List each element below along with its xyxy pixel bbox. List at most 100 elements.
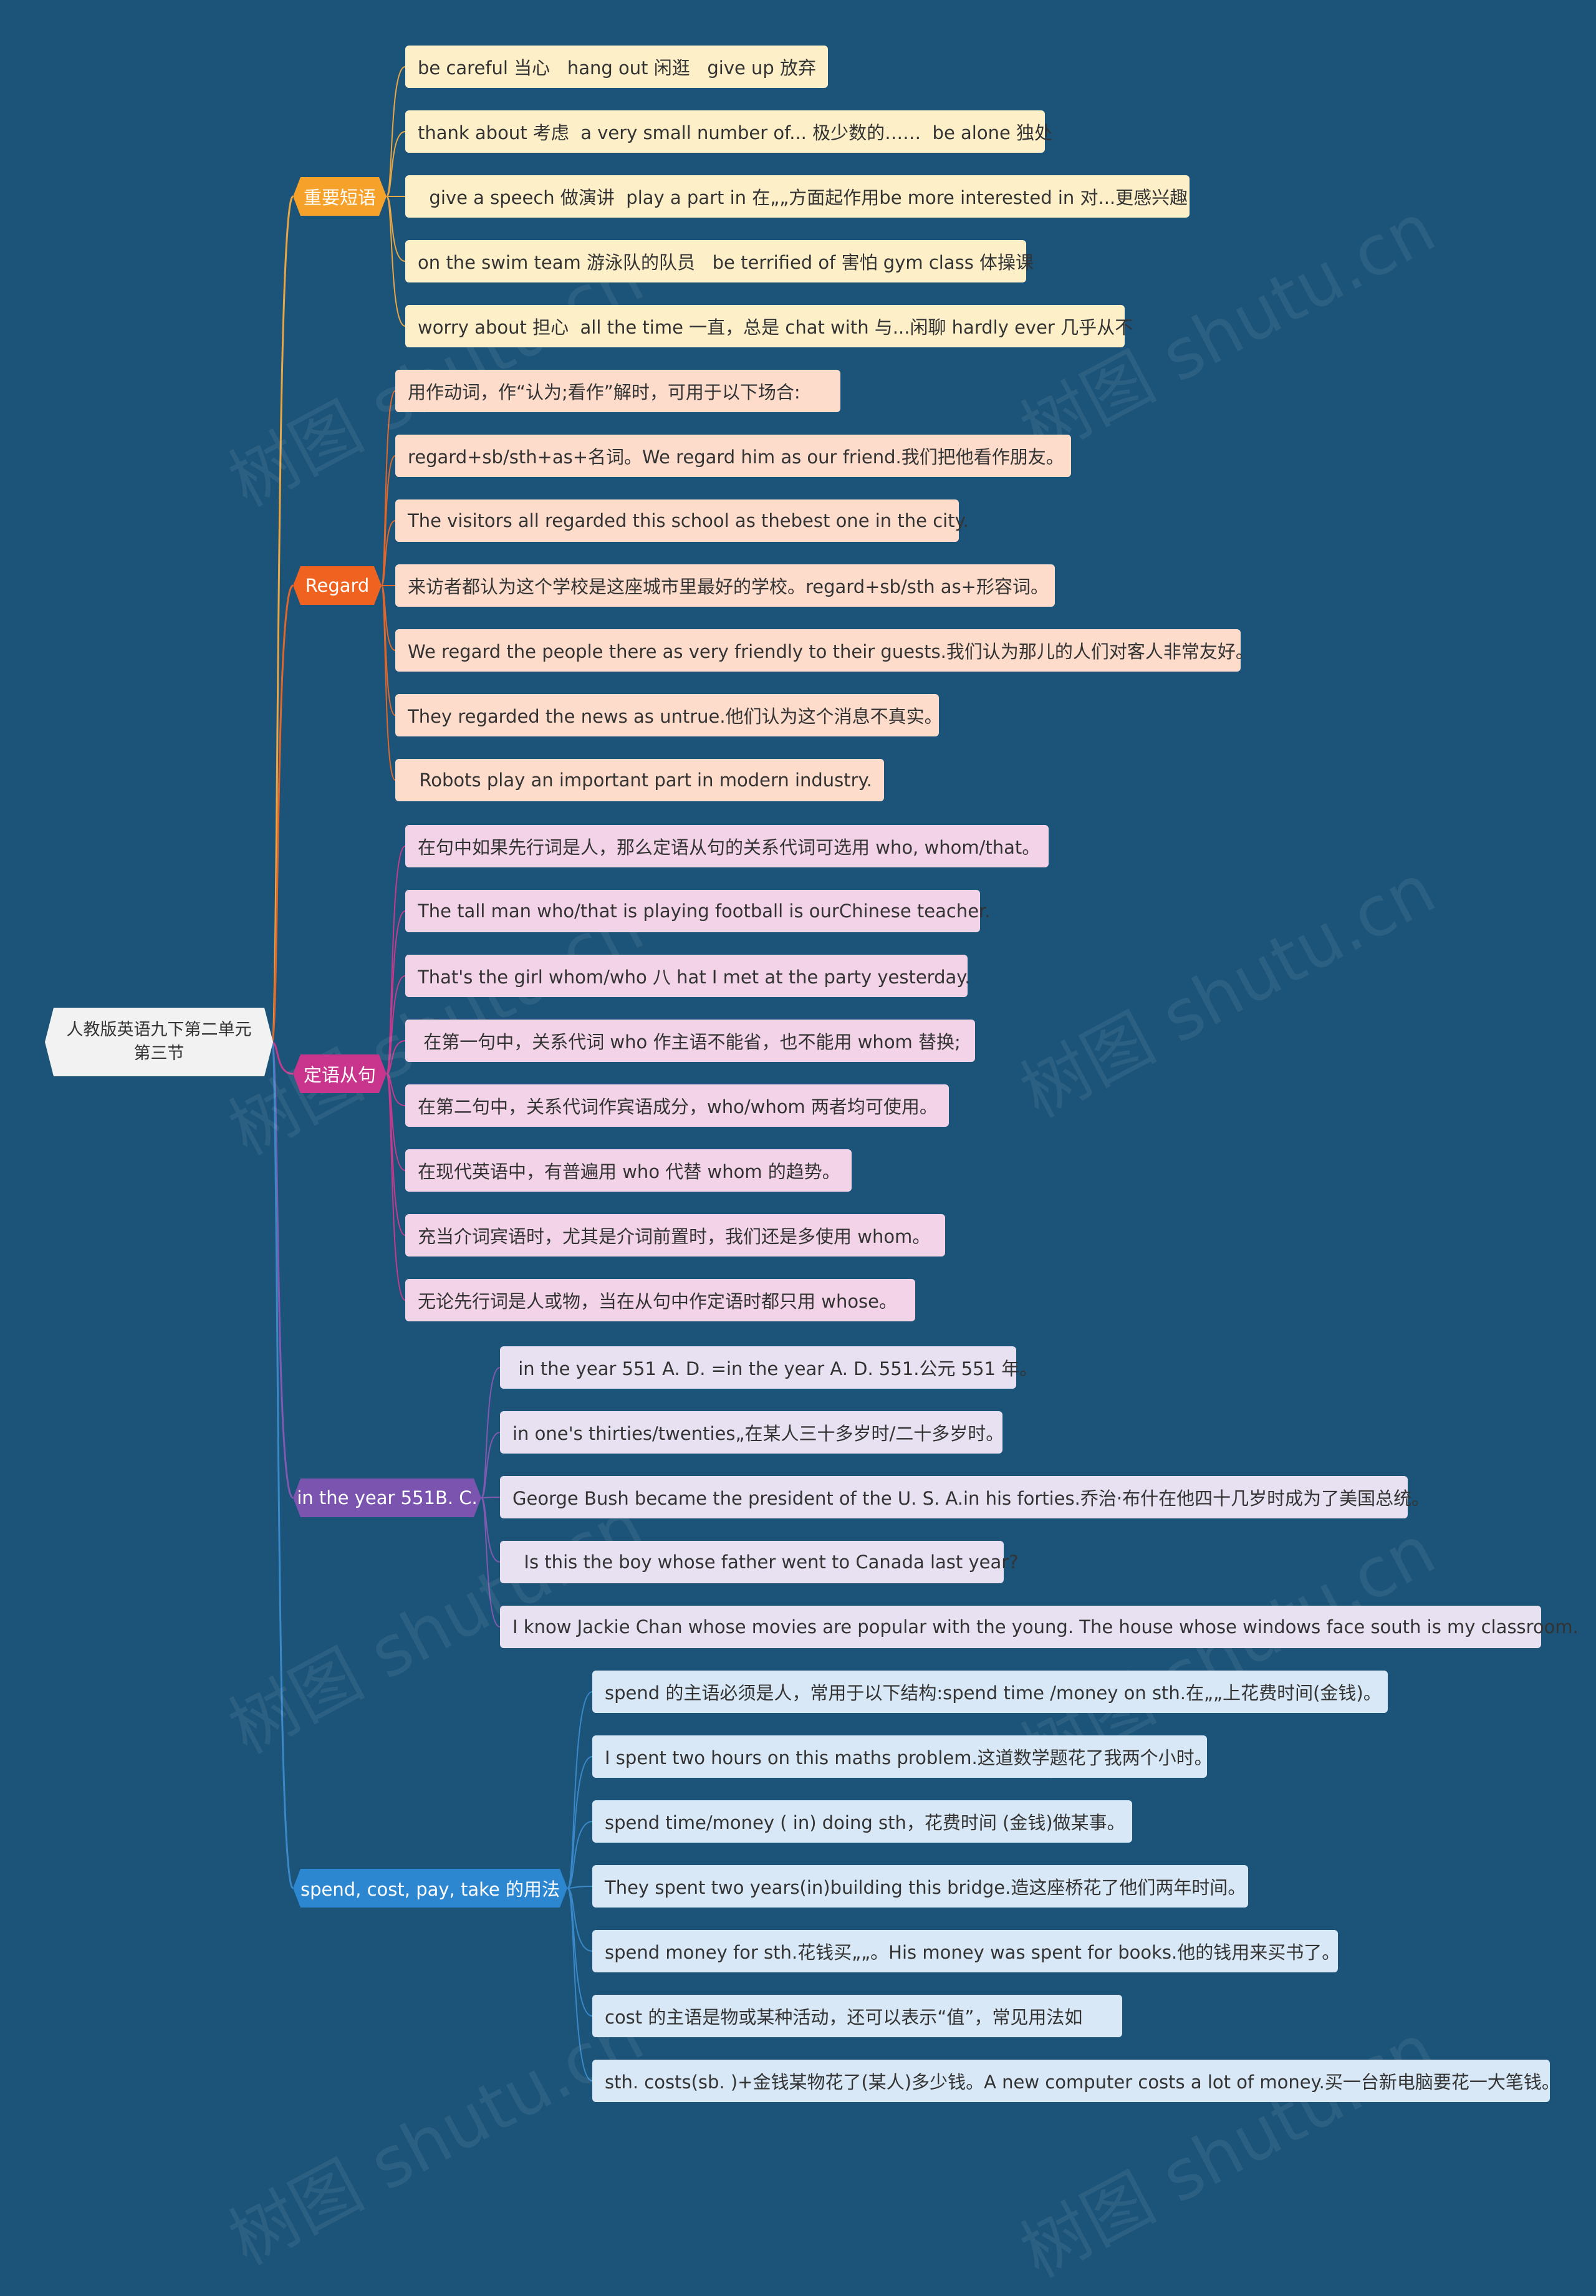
leaf-text: 在第一句中，关系代词 who 作主语不能省，也不能用 whom 替换;	[418, 1031, 961, 1053]
leaf-text: George Bush became the president of the …	[512, 1488, 1430, 1509]
leaf-node[interactable]: That's the girl whom/who 八 hat I met at …	[405, 955, 971, 997]
leaf-node[interactable]: 来访者都认为这个学校是这座城市里最好的学校。regard+sb/sth as+形…	[395, 564, 1055, 607]
branch-node[interactable]: 重要短语	[293, 177, 387, 216]
branch-label: Regard	[305, 575, 370, 596]
leaf-node[interactable]: on the swim team 游泳队的队员 be terrified of …	[405, 240, 1034, 282]
leaf-text: 无论先行词是人或物，当在从句中作定语时都只用 whose。	[418, 1291, 898, 1312]
root-connector	[271, 584, 294, 1043]
branch-node[interactable]: 定语从句	[293, 1054, 387, 1093]
leaf-text: 在现代英语中，有普遍用 who 代替 whom 的趋势。	[418, 1161, 840, 1182]
leaf-text: 充当介词宾语时，尤其是介词前置时，我们还是多使用 whom。	[418, 1226, 931, 1247]
leaf-node[interactable]: spend money for sth.花钱买„„。His money was …	[592, 1930, 1340, 1972]
leaf-connector	[567, 1821, 593, 1889]
branch-node[interactable]: spend, cost, pay, take 的用法	[293, 1869, 567, 1908]
root-topic[interactable]: 人教版英语九下第二单元第三节	[45, 1008, 273, 1076]
leaf-node[interactable]: be careful 当心 hang out 闲逛 give up 放弃	[405, 46, 828, 88]
leaf-text: thank about 考虑 a very small number of...…	[418, 122, 1053, 143]
leaf-text: That's the girl whom/who 八 hat I met at …	[418, 967, 971, 988]
leaf-node[interactable]: They regarded the news as untrue.他们认为这个消…	[395, 694, 943, 736]
leaf-connector	[567, 1888, 593, 1952]
branch-label: in the year 551B. C.	[297, 1487, 478, 1508]
leaf-connector	[567, 1886, 593, 1889]
leaf-node[interactable]: spend 的主语必须是人，常用于以下结构:spend time /money …	[592, 1671, 1388, 1713]
leaf-text: in the year 551 A. D. =in the year A. D.…	[512, 1358, 1038, 1379]
leaf-text: They regarded the news as untrue.他们认为这个消…	[408, 706, 943, 727]
leaf-node[interactable]: 用作动词，作“认为;看作”解时，可用于以下场合:	[395, 370, 840, 412]
leaf-text: Robots play an important part in modern …	[408, 769, 872, 791]
connector-lines	[271, 66, 593, 2081]
leaf-node[interactable]: in one's thirties/twenties„在某人三十多岁时/二十多岁…	[500, 1411, 1004, 1454]
leaf-text: cost 的主语是物或某种活动，还可以表示“值”，常见用法如	[605, 2007, 1083, 2028]
leaf-node[interactable]: sth. costs(sb. )+金钱某物花了(某人)多少钱。A new com…	[592, 2060, 1560, 2102]
leaf-connector	[386, 1073, 406, 1301]
leaf-connector	[481, 1497, 501, 1498]
branch-label: spend, cost, pay, take 的用法	[300, 1879, 560, 1900]
leaf-connector	[381, 455, 396, 586]
leaf-connector	[386, 66, 406, 197]
leaf-connector	[381, 585, 396, 781]
leaf-connector	[386, 196, 406, 327]
leaf-text: 在第二句中，关系代词作宾语成分，who/whom 两者均可使用。	[418, 1096, 938, 1117]
leaf-text: spend time/money ( in) doing sth，花费时间 (金…	[605, 1812, 1125, 1833]
leaf-node[interactable]: I know Jackie Chan whose movies are popu…	[500, 1606, 1579, 1648]
leaf-node[interactable]: Robots play an important part in modern …	[395, 759, 884, 801]
leaf-node[interactable]: George Bush became the president of the …	[500, 1476, 1430, 1518]
leaf-text: We regard the people there as very frien…	[408, 641, 1254, 662]
root-connector	[271, 1041, 294, 1889]
leaf-text: They spent two years(in)building this br…	[605, 1877, 1246, 1898]
leaf-node[interactable]: give a speech 做演讲 play a part in 在„„方面起作…	[405, 175, 1190, 218]
branch-node[interactable]: in the year 551B. C.	[293, 1478, 481, 1517]
leaf-text: I know Jackie Chan whose movies are popu…	[512, 1616, 1579, 1638]
leaf-text: sth. costs(sb. )+金钱某物花了(某人)多少钱。A new com…	[605, 2072, 1560, 2093]
leaf-node[interactable]: Is this the boy whose father went to Can…	[500, 1541, 1019, 1583]
leaf-text: Is this the boy whose father went to Can…	[512, 1551, 1019, 1573]
leaf-connector	[386, 846, 406, 1074]
leaf-node[interactable]: cost 的主语是物或某种活动，还可以表示“值”，常见用法如	[592, 1995, 1122, 2037]
leaf-node[interactable]: I spent two hours on this maths problem.…	[592, 1735, 1213, 1778]
leaf-connector	[386, 131, 406, 197]
leaf-connector	[567, 1756, 593, 1889]
branch-label: 定语从句	[303, 1064, 376, 1086]
leaf-node[interactable]: The tall man who/that is playing footbal…	[405, 890, 991, 932]
leaf-node[interactable]: 在现代英语中，有普遍用 who 代替 whom 的趋势。	[405, 1149, 852, 1192]
leaf-node[interactable]: thank about 考虑 a very small number of...…	[405, 110, 1052, 153]
leaf-connector	[386, 975, 406, 1074]
leaf-node[interactable]: 在第一句中，关系代词 who 作主语不能省，也不能用 whom 替换;	[405, 1020, 975, 1062]
branch-node[interactable]: Regard	[293, 566, 382, 605]
leaf-connector	[386, 1073, 406, 1106]
root-connector	[271, 1041, 294, 1075]
leaf-text: I spent two hours on this maths problem.…	[605, 1747, 1213, 1768]
leaf-connector	[481, 1497, 501, 1628]
leaf-node[interactable]: 充当介词宾语时，尤其是介词前置时，我们还是多使用 whom。	[405, 1214, 945, 1257]
root-title: 人教版英语九下第二单元第三节	[66, 1020, 252, 1063]
leaf-node[interactable]: regard+sb/sth+as+名词。We regard him as our…	[395, 435, 1071, 477]
branch-label: 重要短语	[303, 187, 376, 208]
leaf-text: on the swim team 游泳队的队员 be terrified of …	[418, 252, 1034, 273]
leaf-node[interactable]: We regard the people there as very frien…	[395, 629, 1254, 672]
leaf-node[interactable]: spend time/money ( in) doing sth，花费时间 (金…	[592, 1800, 1132, 1843]
leaf-text: be careful 当心 hang out 闲逛 give up 放弃	[418, 57, 817, 79]
leaf-node[interactable]: worry about 担心 all the time 一直，总是 chat w…	[405, 305, 1133, 347]
leaf-text: 来访者都认为这个学校是这座城市里最好的学校。regard+sb/sth as+形…	[408, 576, 1049, 597]
leaf-connector	[567, 1888, 593, 2081]
leaf-node[interactable]: 无论先行词是人或物，当在从句中作定语时都只用 whose。	[405, 1279, 915, 1321]
leaf-text: give a speech 做演讲 play a part in 在„„方面起作…	[418, 187, 1188, 208]
leaf-node[interactable]: The visitors all regarded this school as…	[395, 499, 969, 542]
leaf-text: 在句中如果先行词是人，那么定语从句的关系代词可选用 who, whom/that…	[418, 837, 1041, 858]
leaf-node[interactable]: in the year 551 A. D. =in the year A. D.…	[500, 1346, 1037, 1389]
leaf-text: The visitors all regarded this school as…	[408, 510, 969, 531]
leaf-text: worry about 担心 all the time 一直，总是 chat w…	[418, 317, 1133, 338]
leaf-node[interactable]: 在第二句中，关系代词作宾语成分，who/whom 两者均可使用。	[405, 1084, 949, 1127]
leaf-connector	[567, 1691, 593, 1889]
leaf-node[interactable]: They spent two years(in)building this br…	[592, 1865, 1248, 1908]
leaf-connector	[386, 1040, 406, 1074]
root-connector	[271, 195, 294, 1043]
leaf-text: 用作动词，作“认为;看作”解时，可用于以下场合:	[408, 382, 800, 403]
leaf-connector	[381, 520, 396, 586]
leaf-text: in one's thirties/twenties„在某人三十多岁时/二十多岁…	[512, 1423, 1004, 1444]
leaf-text: spend money for sth.花钱买„„。His money was …	[605, 1942, 1340, 1963]
leaf-connector	[481, 1432, 501, 1498]
leaf-node[interactable]: 在句中如果先行词是人，那么定语从句的关系代词可选用 who, whom/that…	[405, 825, 1049, 867]
leaf-text: The tall man who/that is playing footbal…	[418, 900, 991, 922]
leaf-text: regard+sb/sth+as+名词。We regard him as our…	[408, 446, 1064, 468]
